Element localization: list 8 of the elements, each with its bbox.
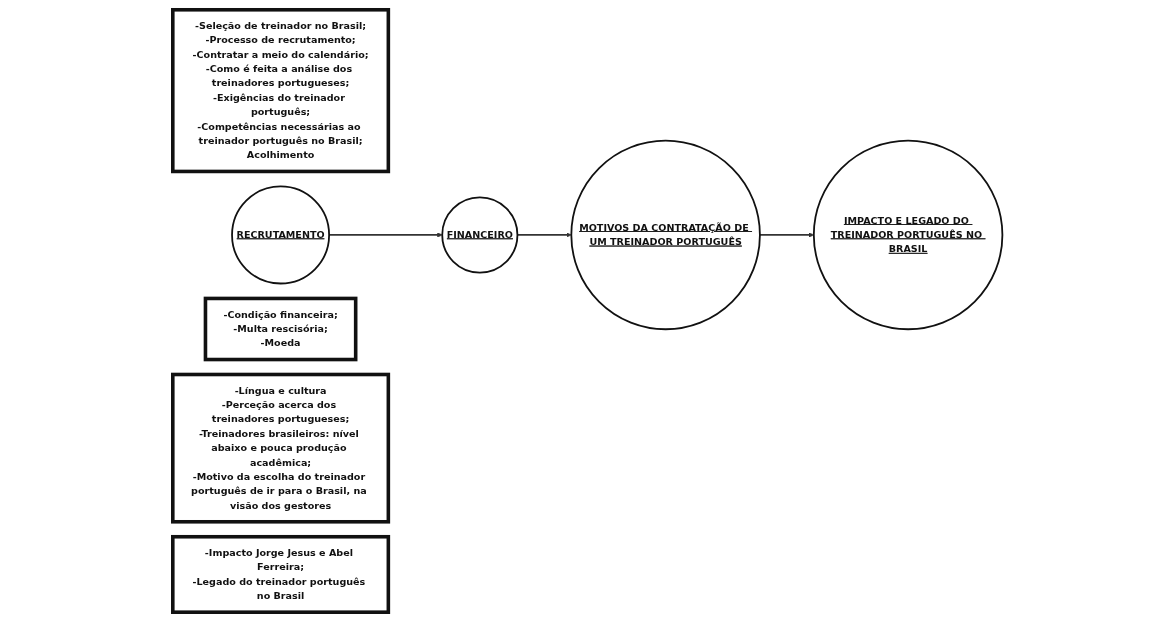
node-box: -Seleção de treinador no Brasil; -Processo de recrutamento; -Contratar a meio do calendário; -Como é feita a análise dos treinadores portugueses; -Exigências do treinador português; -Competências necessárias ao treinador português no Brasil; Acolhimento (170, 8, 391, 174)
node-box: -Língua e cultura -Perceção acerca dos treinadores portugueses; -Treinadores brasileiros: nível abaixo e pouca produção acadêmica; -Motivo da escolha do treinador português de ir para o Brasil, na visão dos gestores (170, 372, 391, 524)
node-circle: IMPACTO E LEGADO DO TREINADOR PORTUGUÊS NO BRASIL (812, 139, 1004, 331)
node-box: -Condição financeira; -Multa rescisória; -Moeda (203, 296, 358, 362)
node-circle: MOTIVOS DA CONTRATAÇÃO DE UM TREINADOR PORTUGUÊS (570, 139, 761, 331)
node-circle: FINANCEIRO (441, 196, 519, 274)
node-circle: RECRUTAMENTO (231, 185, 330, 285)
node-box: -Impacto Jorge Jesus e Abel Ferreira; -Legado do treinador português no Brasil (170, 534, 391, 614)
